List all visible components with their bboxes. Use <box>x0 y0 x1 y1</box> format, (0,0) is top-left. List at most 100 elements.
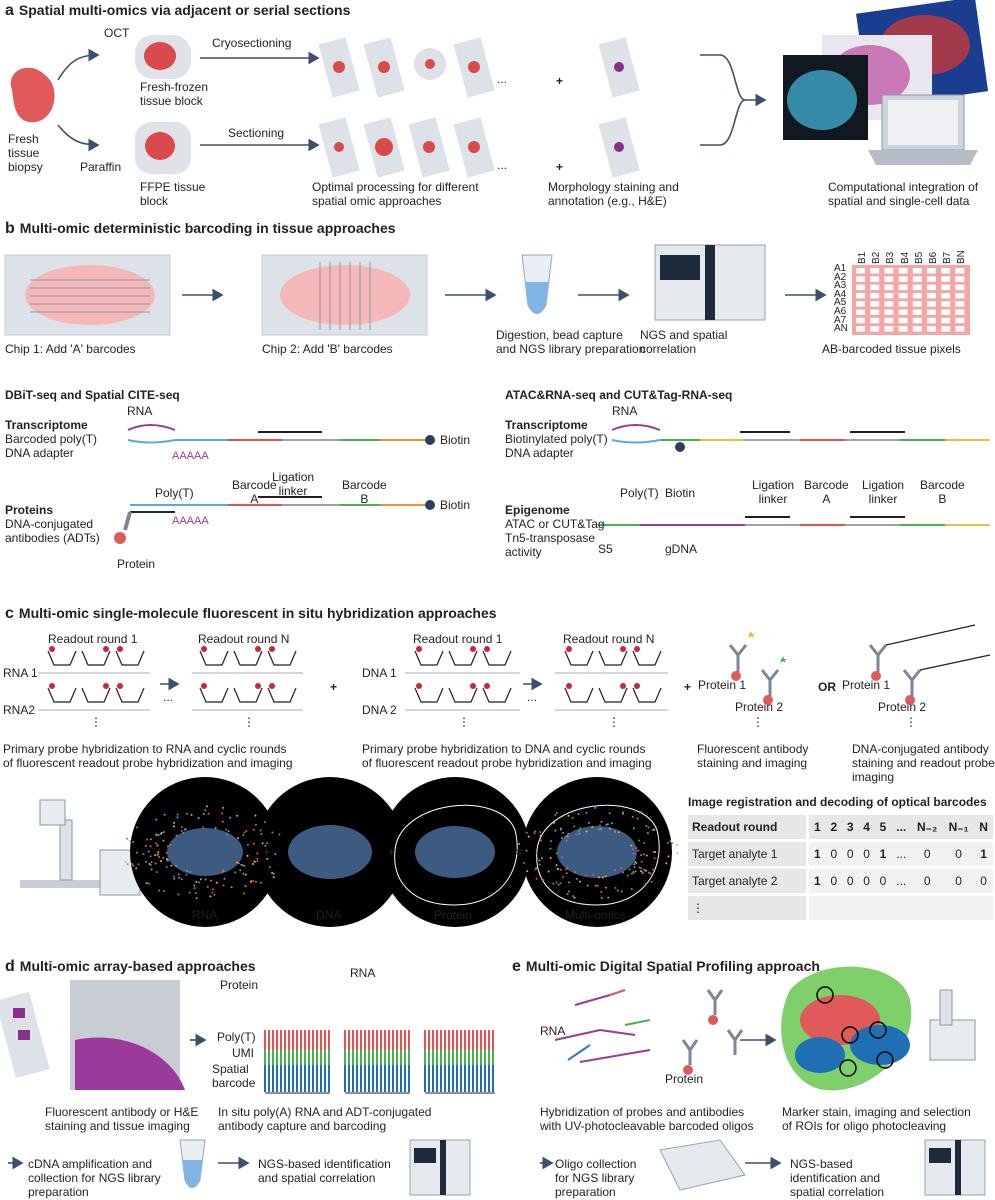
probes <box>47 646 662 703</box>
fluorescent-dot <box>210 879 213 882</box>
fluorescent-dot <box>156 844 159 847</box>
probe <box>482 687 512 703</box>
fresh-frozen-block <box>135 35 191 79</box>
fluorescent-dot <box>632 871 635 874</box>
fluorescent-dot <box>126 863 129 866</box>
readout-star <box>103 646 109 652</box>
fluorescent-dot <box>242 833 245 836</box>
grid-pixel <box>884 301 894 307</box>
fluorescent-dot <box>205 805 208 808</box>
fluorescent-dot <box>562 831 565 834</box>
grid-pixel <box>856 276 865 282</box>
atac-s5: S5 <box>598 542 613 556</box>
well-plate-icon <box>659 1139 746 1191</box>
fluorescent-dot <box>633 866 636 869</box>
fluorescent-dot <box>527 835 530 838</box>
d-umi: UMI <box>232 1046 254 1060</box>
fluorescent-dot <box>142 853 145 856</box>
dbit-proteins: Proteins <box>5 503 54 517</box>
fluorescent-dot <box>156 853 159 856</box>
fluorescent-dot <box>271 831 274 834</box>
grid-pixel <box>884 317 894 324</box>
panel-d-letter: d <box>5 958 15 975</box>
fluorescent-dot <box>185 870 188 873</box>
readout-star <box>269 646 275 652</box>
fluorescent-dot <box>166 845 169 848</box>
dna-conj-caption: DNA-conjugated antibody staining and rea… <box>852 742 995 784</box>
fluorescent-dot <box>565 872 568 875</box>
fluorescent-dot <box>621 811 624 814</box>
grid-pixel <box>927 276 936 282</box>
panel-c-letter: c <box>5 605 14 622</box>
grid-pixel <box>884 309 894 315</box>
grid-pixel <box>898 301 908 307</box>
grid-pixel <box>912 284 922 291</box>
fluorescent-dot <box>665 862 668 865</box>
fluorescent-dot <box>162 856 165 859</box>
probe <box>115 650 145 666</box>
sections-ffpe <box>318 117 495 178</box>
fluorescent-dot <box>538 863 541 866</box>
fluorescent-dot <box>206 885 209 888</box>
fluorescent-dot <box>645 825 648 828</box>
fluorescent-dot <box>554 814 557 817</box>
grid-row-label: A6 <box>834 306 847 317</box>
fluorescent-dot <box>185 873 188 876</box>
table-row: ⋮ <box>688 894 993 923</box>
grid-pixel <box>884 284 894 291</box>
fluorescent-dot <box>605 886 608 889</box>
probe <box>47 687 77 703</box>
fluorescent-dot <box>554 829 557 832</box>
table-cell: 1 <box>974 840 993 869</box>
probe <box>233 687 263 703</box>
dots: ⋮ <box>90 715 102 729</box>
fluorescent-dot <box>557 867 560 870</box>
oct-label: OCT <box>104 26 130 40</box>
fluorescent-dot <box>182 831 185 834</box>
fluorescent-dot <box>177 893 180 896</box>
grid-pixel <box>856 284 865 291</box>
chip-1 <box>4 254 171 336</box>
table-cell: 0 <box>842 867 859 896</box>
table-cell: Target analyte 1 <box>688 840 809 869</box>
atac-polyt: Poly(T) <box>620 486 659 500</box>
atac-epigenome: Epigenome <box>505 503 570 517</box>
fluorescent-dot <box>632 827 635 830</box>
d-rna: RNA <box>350 966 376 980</box>
fluorescent-dot <box>178 876 181 879</box>
fluorescent-dot <box>239 869 242 872</box>
header-cell: ... <box>891 815 912 842</box>
grid-pixel <box>955 309 965 315</box>
tissue-biopsy <box>10 67 55 123</box>
plus: + <box>556 74 564 88</box>
fluorescent-dot <box>591 825 594 828</box>
fluorescent-dot <box>147 882 150 885</box>
fluorescent-dot <box>254 823 257 826</box>
dbit-rna: RNA <box>127 404 153 418</box>
grid-pixel <box>955 292 965 299</box>
fluorescent-dot <box>229 816 232 819</box>
grid-pixel <box>856 301 865 307</box>
fluorescent-dot <box>559 827 562 830</box>
fluorescent-dot <box>162 831 165 834</box>
panel-a-letter: a <box>5 2 14 19</box>
probe <box>267 687 297 703</box>
protein2-label-b: Protein 2 <box>878 700 927 714</box>
fluorescent-dot <box>157 889 160 892</box>
fluorescent-dot <box>636 817 639 820</box>
fluorescent-dot <box>620 890 623 893</box>
table-cell: ... <box>891 840 912 869</box>
grid-pixel <box>927 268 936 274</box>
fluorescent-dot <box>260 832 263 835</box>
fluorescent-dot <box>525 831 528 834</box>
fluorescent-dot <box>193 884 196 887</box>
ffpe-block <box>135 122 191 174</box>
fluorescent-dot <box>534 830 537 833</box>
fluorescent-dot <box>222 869 225 872</box>
fluorescent-dot <box>135 867 138 870</box>
fluorescent-dot <box>157 851 160 854</box>
probe <box>598 650 628 666</box>
fluorescent-dot <box>243 864 246 867</box>
